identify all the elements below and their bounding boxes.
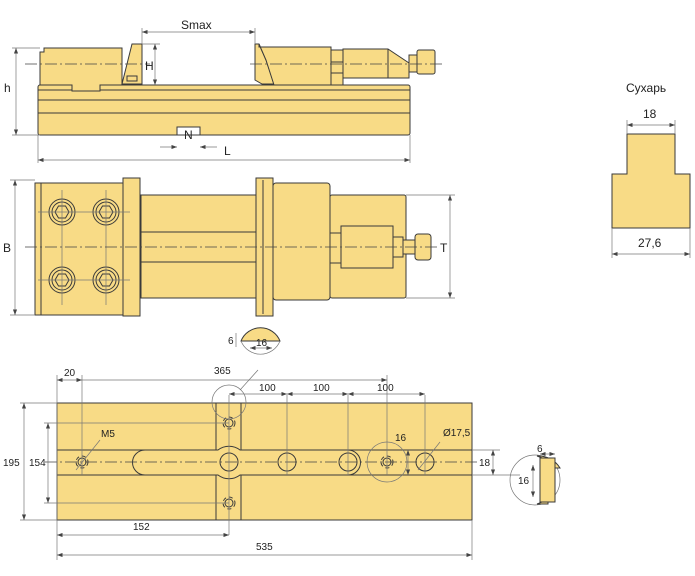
screw-knob (416, 49, 436, 75)
dim-535: 535 (256, 542, 273, 553)
dim-H: H (145, 59, 154, 73)
dim-17-5: Ø17,5 (443, 428, 471, 439)
plate-view: 20 365 100 100 100 195 154 152 535 M5 16… (3, 327, 561, 560)
fixed-jaw-body (39, 47, 123, 92)
dim-l-label: L (224, 144, 231, 158)
dim-20: 20 (64, 368, 76, 379)
t-slot (56, 445, 473, 480)
dim-18: 18 (479, 458, 491, 469)
dim-152: 152 (133, 522, 150, 533)
insert-bottom-width: 27,6 (638, 236, 662, 250)
insert-title: Сухарь (626, 81, 666, 95)
dim-100-1: 100 (259, 383, 276, 394)
dim-154: 154 (29, 458, 46, 469)
detail-top-depth: 6 (228, 336, 234, 347)
dim-m5: M5 (101, 429, 115, 440)
dim-smax: Smax (181, 18, 212, 32)
detail-right-width: 16 (518, 476, 530, 487)
slot-detail-right: 6 16 (509, 444, 561, 506)
screw-nut-block (342, 48, 410, 79)
side-view: h H Smax N L (4, 18, 445, 163)
dim-195: 195 (3, 458, 20, 469)
top-view: B T (3, 177, 455, 317)
dim-16: 16 (395, 433, 407, 444)
vise-base (37, 84, 411, 136)
detail-right-depth: 6 (537, 444, 543, 455)
jaw-bolts (38, 190, 130, 305)
dim-n: N (184, 128, 193, 142)
dim-b: B (3, 241, 11, 255)
base-key-slot (176, 126, 201, 136)
dim-h: h (4, 81, 11, 95)
detail-top-width: 16 (256, 338, 268, 349)
insert-profile: Сухарь 18 27,6 (611, 81, 691, 258)
slot-detail-top: 6 16 (228, 327, 281, 355)
dim-100-3: 100 (377, 383, 394, 394)
insert-top-width: 18 (643, 107, 657, 121)
dim-100-2: 100 (313, 383, 330, 394)
dim-t: T (440, 241, 448, 255)
dim-365: 365 (214, 366, 231, 377)
